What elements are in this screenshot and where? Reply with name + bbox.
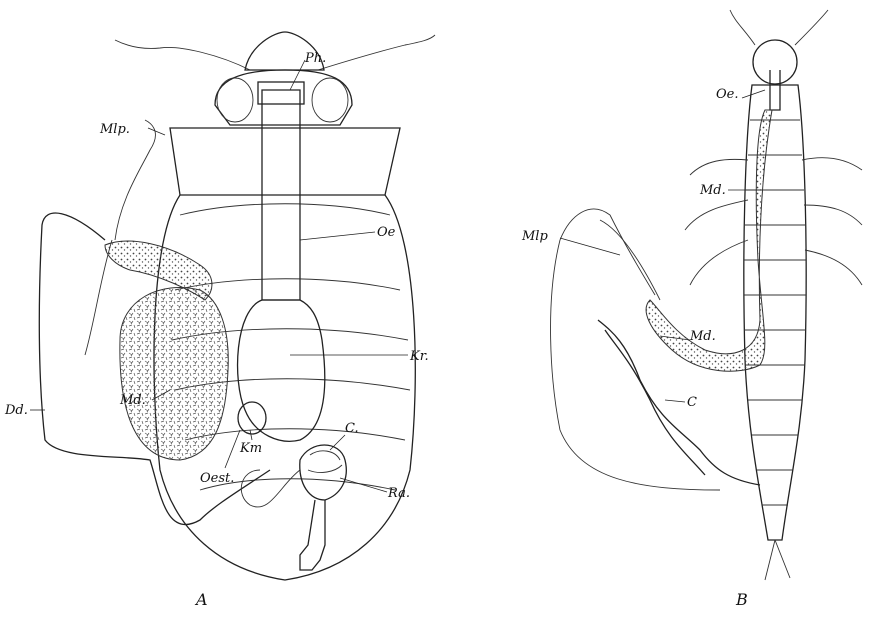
right-eye (312, 78, 348, 122)
label-oe-b: Oe. (716, 87, 738, 102)
mesothorax (170, 128, 400, 195)
anal-tube (300, 500, 325, 570)
midgut-mass (120, 287, 228, 460)
leader-line (340, 478, 387, 492)
b-cerci (765, 540, 790, 580)
leader-line (665, 400, 685, 402)
leader-line (300, 232, 375, 240)
label-md-a: Md. (119, 393, 146, 408)
malpighian-tubule (85, 240, 112, 355)
leader-line (148, 128, 165, 135)
segment-line (180, 204, 390, 215)
pharynx (258, 82, 304, 104)
panel-label-a: A (194, 590, 208, 609)
label-md-b-upper: Md. (699, 183, 726, 198)
left-antenna (115, 40, 250, 70)
segment-line (185, 429, 405, 440)
label-mlp-b: Mlp (521, 229, 548, 244)
label-oest: Oest. (200, 471, 234, 486)
left-eye (217, 78, 253, 122)
b-left-antenna (730, 10, 755, 45)
right-antenna (318, 35, 435, 70)
b-body (744, 85, 806, 540)
leader-line (250, 430, 252, 440)
label-km: Km (239, 441, 262, 456)
label-c-b: C (687, 395, 697, 410)
label-mlp-a: Mlp. (99, 122, 130, 137)
leader-line (290, 60, 305, 90)
rectal-papillae (308, 451, 342, 473)
leader-line (560, 238, 620, 255)
label-c-a: C. (345, 421, 359, 436)
leader-line (330, 435, 345, 450)
label-ph: Ph. (304, 51, 326, 66)
b-oesophagus (770, 70, 780, 110)
gizzard (238, 402, 266, 434)
figure-b-larva (551, 10, 862, 580)
panel-label-b: B (735, 590, 748, 609)
label-oe-a: Oe (377, 225, 396, 240)
b-legs (685, 158, 862, 285)
leader-line (742, 90, 765, 98)
b-head (753, 40, 797, 84)
oest-loop (241, 470, 300, 507)
b-right-antenna (795, 10, 828, 45)
label-dd: Dd. (4, 403, 28, 418)
figure-a-insect (30, 32, 435, 580)
crop (238, 300, 325, 441)
label-kr: Kr. (409, 349, 429, 364)
label-md-b-lower: Md. (689, 329, 716, 344)
leader-line (225, 430, 240, 468)
malpighian-tubule (115, 120, 155, 240)
label-ra: Ra. (387, 486, 410, 501)
